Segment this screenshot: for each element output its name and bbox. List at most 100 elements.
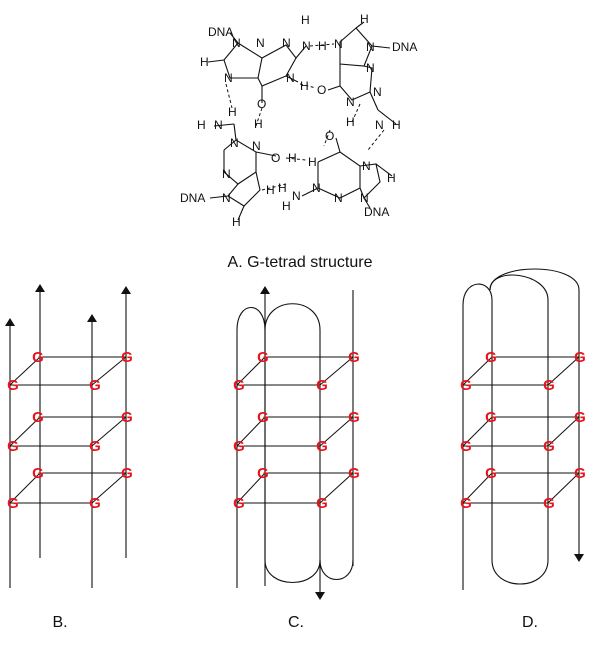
panel-b-strands — [5, 284, 131, 588]
nitrogen-label: N — [334, 37, 343, 51]
hydrogen-label: H — [266, 183, 275, 197]
hydrogen-label: H — [228, 105, 237, 119]
nitrogen-label: N — [222, 167, 231, 181]
guanine-label: G — [7, 495, 19, 512]
hydrogen-label: H — [200, 55, 209, 69]
guanine-label: G — [460, 495, 472, 512]
nitrogen-label: N — [312, 181, 321, 195]
dna-label: DNA — [364, 205, 389, 219]
guanine-label: G — [348, 349, 360, 366]
nitrogen-label: N — [375, 118, 384, 132]
hydrogen-label: H — [301, 13, 310, 27]
nitrogen-label: N — [224, 71, 233, 85]
oxygen-label: O — [271, 151, 280, 165]
panel-a-caption: A. G-tetrad structure — [228, 254, 373, 271]
panel-c-antiparallel-quadruplex: G G G G G G G G G G G G C. — [233, 286, 360, 631]
hydrogen-label: H — [346, 115, 355, 129]
guanine-label: G — [7, 377, 19, 394]
guanine-label: G — [316, 495, 328, 512]
guanine-label: G — [485, 409, 497, 426]
nitrogen-label: N — [214, 118, 223, 132]
hydrogen-label: H — [197, 118, 206, 132]
hydrogen-label: H — [387, 171, 396, 185]
guanine-label: G — [348, 409, 360, 426]
panel-d-antiparallel-quadruplex: G G G G G G G G G G G G D. — [460, 268, 586, 631]
guanine-label: G — [574, 349, 586, 366]
panel-c-guanines: G G G G G G G G G G G G — [233, 349, 360, 512]
guanine-label: G — [32, 349, 44, 366]
guanine-label: G — [121, 349, 133, 366]
dna-label: DNA — [180, 191, 205, 205]
hydrogen-label: H — [282, 199, 291, 213]
guanine-label: G — [574, 409, 586, 426]
hydrogen-label: H — [254, 117, 263, 131]
nitrogen-label: N — [302, 39, 311, 53]
dna-label: DNA — [392, 40, 417, 54]
nitrogen-label: N — [252, 139, 261, 153]
guanine-label: G — [348, 465, 360, 482]
hydrogen-label: H — [360, 12, 369, 26]
panel-b-parallel-quadruplex: G G G G G G G G G G G G B. — [5, 284, 133, 631]
guanine-label: G — [460, 438, 472, 455]
guanine-label: G — [574, 465, 586, 482]
guanine-label: G — [257, 409, 269, 426]
guanine-label: G — [316, 438, 328, 455]
guanine-label: G — [121, 465, 133, 482]
panel-d-guanines: G G G G G G G G G G G G — [460, 349, 586, 512]
guanine-label: G — [233, 495, 245, 512]
nitrogen-label: N — [230, 136, 239, 150]
guanine-label: G — [257, 465, 269, 482]
guanine-label: G — [32, 465, 44, 482]
nitrogen-label: N — [282, 36, 291, 50]
nitrogen-label: N — [286, 71, 295, 85]
nitrogen-label: N — [346, 95, 355, 109]
guanine-label: G — [89, 377, 101, 394]
nitrogen-label: N — [222, 191, 231, 205]
hydrogen-bonds — [225, 43, 385, 191]
dna-label: DNA — [208, 25, 233, 39]
hydrogen-label: H — [278, 181, 287, 195]
hydrogen-label: H — [318, 39, 327, 53]
oxygen-label: O — [257, 97, 266, 111]
panel-d-caption: D. — [522, 614, 538, 631]
guanine-label: G — [543, 377, 555, 394]
nitrogen-label: N — [366, 61, 375, 75]
nitrogen-label: N — [232, 36, 241, 50]
guanine-label: G — [233, 377, 245, 394]
guanine-label: G — [257, 349, 269, 366]
guanine-label: G — [233, 438, 245, 455]
g-tetrad-structure: DNA N N N H N H H N N H H O H N N DNA O … — [180, 12, 417, 271]
guanine-label: G — [89, 495, 101, 512]
nitrogen-label: N — [373, 85, 382, 99]
atom-labels: DNA N N N H N H H N N H H O H N N DNA O … — [180, 12, 417, 229]
guanine-label: G — [460, 377, 472, 394]
panel-c-caption: C. — [288, 614, 304, 631]
panel-b-caption: B. — [52, 614, 67, 631]
guanine-label: G — [485, 465, 497, 482]
guanine-label: G — [485, 349, 497, 366]
panel-b-guanines: G G G G G G G G G G G G — [7, 349, 133, 512]
panel-d-tetrads — [462, 356, 580, 504]
guanine-label: G — [89, 438, 101, 455]
guanine-label: G — [121, 409, 133, 426]
hydrogen-label: H — [232, 215, 241, 229]
tetrad-bonds — [207, 21, 397, 221]
hydrogen-label: H — [288, 151, 297, 165]
panel-b-tetrads — [9, 356, 127, 504]
hydrogen-label: H — [308, 155, 317, 169]
guanine-label: G — [7, 438, 19, 455]
hydrogen-label: H — [392, 118, 401, 132]
nitrogen-label: N — [366, 40, 375, 54]
oxygen-label: O — [317, 83, 326, 97]
panel-c-strands — [236, 286, 354, 600]
hydrogen-label: H — [300, 79, 309, 93]
nitrogen-label: N — [362, 159, 371, 173]
guanine-label: G — [316, 377, 328, 394]
guanine-label: G — [32, 409, 44, 426]
guanine-label: G — [543, 495, 555, 512]
nitrogen-label: N — [292, 189, 301, 203]
nitrogen-label: N — [360, 191, 369, 205]
guanine-label: G — [543, 438, 555, 455]
nitrogen-label: N — [334, 191, 343, 205]
